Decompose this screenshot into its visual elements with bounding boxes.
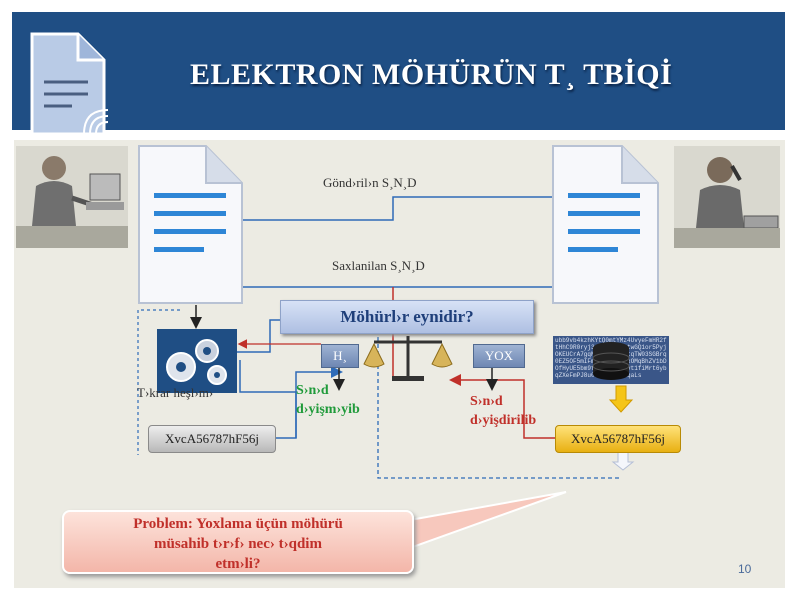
person-at-computer-icon bbox=[16, 146, 128, 248]
database-icon bbox=[592, 342, 630, 380]
hashing-gears-box bbox=[157, 329, 237, 393]
gears-to-question-line bbox=[237, 319, 280, 353]
saved-document-label: Saxlanilan S¸N¸D bbox=[332, 258, 425, 273]
unchanged-line-1: S›n›d bbox=[296, 383, 329, 398]
computed-hash-box: XvcA56787hF56j bbox=[148, 425, 276, 453]
person-on-phone-icon bbox=[674, 146, 780, 248]
unchanged-result-label: S›n›d d›yişm›yib bbox=[296, 381, 360, 419]
sent-document-label: Gönd›ril›n S¸N¸D bbox=[323, 175, 417, 190]
scales-icon bbox=[363, 336, 453, 381]
rehash-label: T›krar heşl›m› bbox=[137, 385, 214, 400]
sent-document-line bbox=[243, 196, 552, 221]
callout-line-2: müsahib t›r›f› nec› t›qdim bbox=[154, 536, 322, 552]
unchanged-line-2: d›yişm›yib bbox=[296, 402, 360, 417]
seals-equal-question: Möhürl›r eynidir? bbox=[280, 300, 534, 334]
yellow-down-arrow bbox=[608, 385, 634, 413]
problem-callout: Problem: Yoxlama üçün möhürü müsahib t›r… bbox=[62, 510, 414, 574]
page-number: 10 bbox=[738, 562, 752, 576]
hash-to-scales-line bbox=[295, 366, 343, 438]
encrypted-seal-box: ubb9vb4kzhKYtQ0mtYMz4UvyeFmHR2ftHhC9R0ry… bbox=[553, 336, 669, 384]
gears-icon bbox=[166, 339, 227, 385]
yes-box: H¸ bbox=[321, 344, 359, 368]
page-title: ELEKTRON MÖHÜRÜN T¸ TBİQİ bbox=[190, 58, 673, 91]
white-down-arrow bbox=[611, 451, 635, 471]
header-bar: ELEKTRON MÖHÜRÜN T¸ TBİQİ bbox=[12, 12, 785, 136]
callout-pointer bbox=[409, 491, 567, 550]
changed-result-label: S›n›d d›yişdirilib bbox=[470, 392, 536, 430]
no-box: YOX bbox=[473, 344, 525, 368]
changed-line-1: S›n›d bbox=[470, 394, 503, 409]
changed-line-2: d›yişdirilib bbox=[470, 413, 537, 428]
received-document-icon bbox=[552, 145, 659, 304]
callout-line-3: etm›li? bbox=[215, 556, 261, 572]
dashed-transfer-line bbox=[377, 330, 620, 479]
document-icon bbox=[30, 32, 108, 136]
received-hash-box: XvcA56787hF56j bbox=[555, 425, 681, 453]
callout-line-1: Problem: Yoxlama üçün möhürü bbox=[133, 516, 343, 532]
dotted-left-line bbox=[137, 309, 180, 455]
sent-document-icon bbox=[138, 145, 243, 304]
